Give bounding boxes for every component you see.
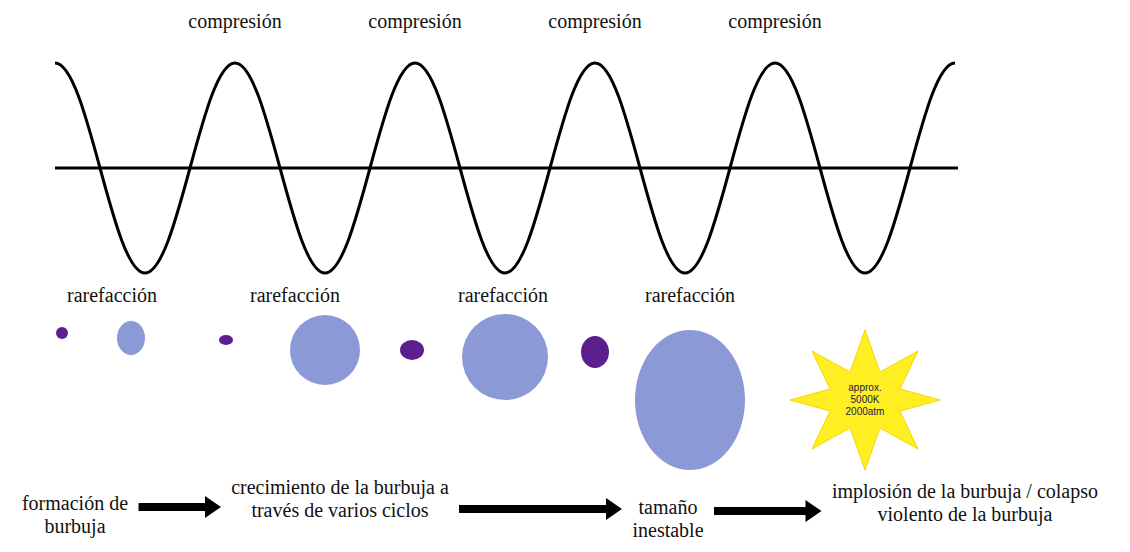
phase-label: rarefacción	[67, 284, 157, 306]
phase-label-box: compresión	[188, 10, 281, 33]
phase-label-box: rarefacción	[645, 284, 735, 307]
phase-label: rarefacción	[458, 284, 548, 306]
star-text: approx. 5000K 2000atm	[840, 382, 890, 418]
stage-text-node: formación de burbuja	[18, 492, 133, 538]
phase-label-box: rarefacción	[250, 284, 340, 307]
phase-label-box: rarefacción	[458, 284, 548, 307]
stage-text: implosión de la burbuja / colapso violen…	[832, 480, 1098, 525]
stage-text: crecimiento de la burbuja a través de va…	[231, 476, 449, 521]
star-outline	[790, 330, 940, 470]
stage-text-node: tamaño inestable	[628, 496, 708, 542]
phase-label: rarefacción	[645, 284, 735, 306]
stage-text: formación de burbuja	[22, 492, 128, 537]
phase-label: compresión	[188, 10, 281, 32]
stage-text-node: implosión de la burbuja / colapso violen…	[828, 480, 1103, 526]
bubble-expanded	[117, 321, 145, 355]
process-arrow	[139, 496, 222, 518]
bubble-expanded	[462, 314, 548, 400]
stage-text: tamaño inestable	[632, 496, 703, 541]
stage-text-node: crecimiento de la burbuja a través de va…	[227, 476, 453, 522]
bubble-small	[581, 336, 609, 368]
explosion-star: approx. 5000K 2000atm	[790, 330, 940, 470]
bubble-small	[56, 327, 68, 339]
phase-label: compresión	[368, 10, 461, 32]
bubble-expanded	[290, 315, 360, 385]
phase-label-box: rarefacción	[67, 284, 157, 307]
bubble-unstable	[635, 330, 745, 470]
phase-label: rarefacción	[250, 284, 340, 306]
pressure-wave	[55, 63, 955, 273]
phase-label: compresión	[728, 10, 821, 32]
process-arrow	[714, 500, 822, 522]
phase-label-box: compresión	[728, 10, 821, 33]
bubble-small	[219, 335, 233, 345]
bubble-small	[400, 340, 424, 360]
phase-label: compresión	[548, 10, 641, 32]
phase-label-box: compresión	[548, 10, 641, 33]
phase-label-box: compresión	[368, 10, 461, 33]
process-arrow	[459, 498, 622, 520]
